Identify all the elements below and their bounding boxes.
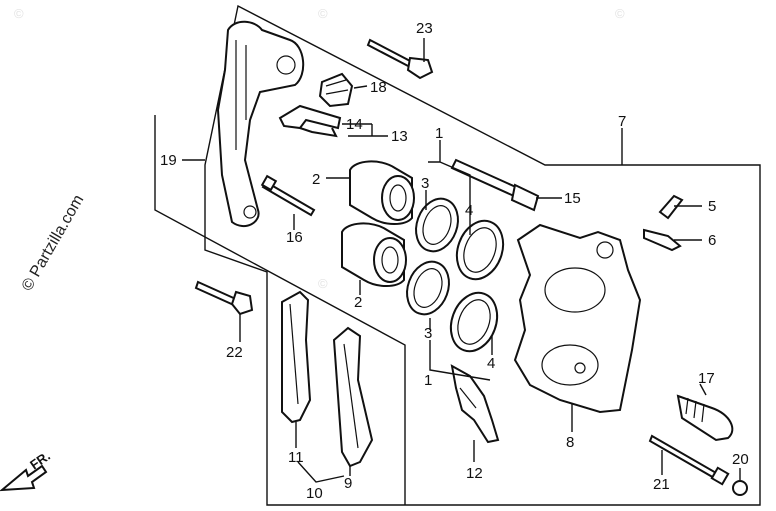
- caliper-bracket: [216, 20, 305, 228]
- bolt-21: [648, 434, 730, 486]
- callout-1-top: 1: [435, 125, 443, 142]
- callout-20: 20: [732, 451, 749, 468]
- callout-15: 15: [564, 190, 581, 207]
- pin-bolt-16: [260, 174, 316, 217]
- callout-2-top: 2: [312, 171, 320, 188]
- piston-seal-3-upper: [415, 197, 459, 253]
- bracket-group-outline: [154, 115, 406, 505]
- callout-18: 18: [370, 79, 387, 96]
- callout-16: 16: [286, 229, 303, 246]
- bleeder-cap-18: [318, 72, 354, 108]
- faint-watermark-4: ©: [318, 276, 328, 291]
- caliper-group-outline: [204, 4, 761, 506]
- callout-9: 9: [344, 475, 352, 492]
- callout-8: 8: [566, 434, 574, 451]
- callout-2-bottom: 2: [354, 294, 362, 311]
- faint-watermark-1: ©: [14, 6, 24, 21]
- callout-6: 6: [708, 232, 716, 249]
- callout-21: 21: [653, 476, 670, 493]
- callout-3-bottom: 3: [424, 325, 432, 342]
- leader-lines: [182, 38, 741, 483]
- faint-watermark-3: ©: [615, 6, 625, 21]
- bolt-22: [194, 280, 254, 316]
- clip-6: [643, 228, 682, 252]
- washer-20: [732, 480, 748, 496]
- callout-19: 19: [160, 152, 177, 169]
- callout-4-bottom: 4: [487, 355, 495, 372]
- callout-11: 11: [288, 449, 304, 466]
- pad-spring-14: [278, 104, 342, 138]
- front-direction-arrow: [0, 464, 48, 492]
- brake-pad-11: [281, 290, 312, 424]
- callout-1-bottom: 1: [424, 372, 432, 389]
- callout-4-top: 4: [465, 202, 473, 219]
- piston-2-lower: [341, 222, 407, 287]
- pad-shim-12: [450, 364, 500, 444]
- bleeder-screw-5: [658, 194, 684, 220]
- callout-17: 17: [698, 370, 715, 387]
- dust-seal-4-upper: [455, 219, 505, 281]
- callout-5: 5: [708, 198, 716, 215]
- callout-23: 23: [416, 20, 433, 37]
- callout-labels: 23 18 14 13 1 7 2 3 4 15 5 6 19 16 2 3 4…: [160, 20, 749, 502]
- piston-seal-3-lower: [406, 260, 450, 316]
- callout-7: 7: [618, 113, 626, 130]
- brake-pad-9: [332, 326, 374, 468]
- callout-14: 14: [346, 116, 363, 133]
- callout-3-top: 3: [421, 175, 429, 192]
- callout-12: 12: [466, 465, 483, 482]
- callout-10: 10: [306, 485, 323, 502]
- slide-pin-15: [450, 158, 540, 212]
- bolt-23: [366, 38, 434, 80]
- piston-2-upper: [349, 160, 415, 225]
- boot-17: [676, 394, 734, 442]
- faint-watermark-2: ©: [318, 6, 328, 21]
- caliper-body-8: [513, 223, 642, 414]
- dust-seal-4-lower: [449, 291, 499, 353]
- partzilla-watermark: © Partzilla.com: [19, 192, 88, 294]
- callout-13: 13: [391, 128, 408, 145]
- callout-22: 22: [226, 344, 243, 361]
- front-direction-label: FR.: [27, 448, 53, 472]
